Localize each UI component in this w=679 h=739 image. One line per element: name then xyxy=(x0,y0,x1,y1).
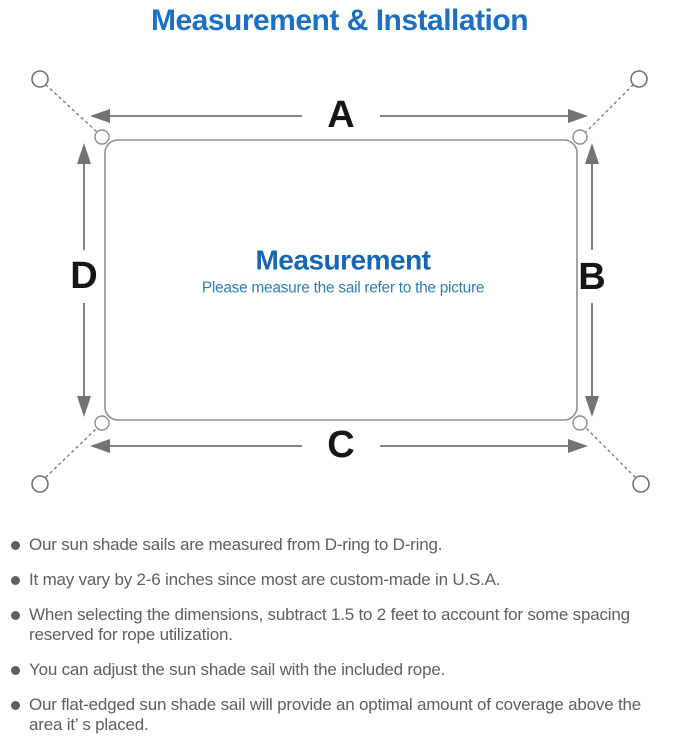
list-item: Our sun shade sails are measured from D-… xyxy=(11,535,667,555)
list-item: You can adjust the sun shade sail with t… xyxy=(11,660,667,680)
d-ring-top-right-icon xyxy=(572,129,588,145)
note-text: When selecting the dimensions, subtract … xyxy=(29,605,630,644)
d-ring-bottom-right-icon xyxy=(572,415,588,431)
bullet-dot-icon xyxy=(11,611,20,620)
arrowhead-right-icon xyxy=(568,109,588,123)
anchor-point-top-left xyxy=(31,70,49,88)
rope-dash-top-left xyxy=(45,84,98,133)
list-item: When selecting the dimensions, subtract … xyxy=(11,605,667,645)
diagram-center-title: Measurement xyxy=(255,245,430,276)
list-item: Our flat-edged sun shade sail will provi… xyxy=(11,695,667,735)
note-text: Our flat-edged sun shade sail will provi… xyxy=(29,695,642,734)
dimension-label-a: A xyxy=(327,94,354,136)
page-title: Measurement & Installation xyxy=(150,4,529,37)
note-text: You can adjust the sun shade sail with t… xyxy=(29,660,446,679)
bullet-dot-icon xyxy=(11,541,20,550)
note-text: Our sun shade sails are measured from D-… xyxy=(29,535,443,554)
anchor-point-bottom-left xyxy=(31,475,49,493)
note-text: It may vary by 2-6 inches since most are… xyxy=(29,570,501,589)
arrowhead-left-icon xyxy=(90,109,110,123)
d-ring-bottom-left-icon xyxy=(94,415,110,431)
anchor-point-bottom-right xyxy=(632,475,650,493)
arrowhead-down-icon xyxy=(585,396,599,417)
diagram-center-subtitle: Please measure the sail refer to the pic… xyxy=(202,280,484,297)
rope-dash-bottom-left xyxy=(45,427,98,478)
arrowhead-down-icon xyxy=(77,396,91,417)
anchor-point-top-right xyxy=(630,70,648,88)
bullet-dot-icon xyxy=(11,701,20,710)
bullet-dot-icon xyxy=(11,666,20,675)
d-ring-top-left-icon xyxy=(94,129,110,145)
dimension-label-d: D xyxy=(70,255,97,297)
dimension-label-c: C xyxy=(327,424,354,466)
arrowhead-right-icon xyxy=(568,439,588,453)
arrowhead-left-icon xyxy=(90,439,110,453)
rope-dash-bottom-right xyxy=(585,427,636,478)
notes-list: Our sun shade sails are measured from D-… xyxy=(0,520,679,735)
sail-outline xyxy=(104,139,578,421)
arrowhead-up-icon xyxy=(585,143,599,164)
rope-dash-top-right xyxy=(585,84,634,133)
page-header: Measurement & Installation xyxy=(0,0,679,60)
list-item: It may vary by 2-6 inches since most are… xyxy=(11,570,667,590)
bullet-dot-icon xyxy=(11,576,20,585)
arrowhead-up-icon xyxy=(77,143,91,164)
measurement-diagram: A C D B Measurement Please measure the s… xyxy=(31,70,650,493)
dimension-label-b: B xyxy=(578,256,605,298)
